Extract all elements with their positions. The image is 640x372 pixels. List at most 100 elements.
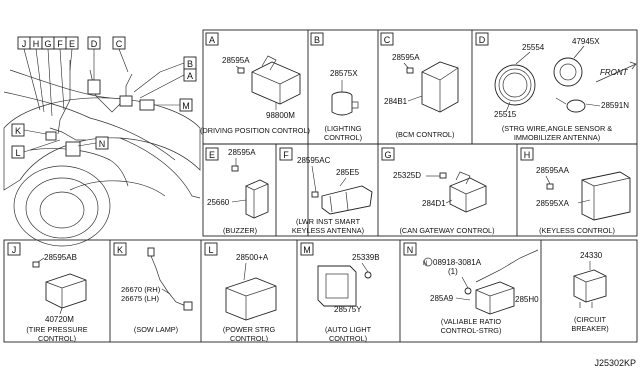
panel-caption: IMMOBILIZER ANTENNA) [514,133,600,142]
callout-letter: C [384,35,391,45]
callout-letter: B [187,59,193,69]
overview-tag-b[interactable]: B [183,56,197,70]
part-number-label: 25660 [207,198,230,207]
overview-tag-g[interactable]: G [41,36,55,50]
panel-n-variable-ratio-control: N N 08918-3081A (1) 285A9 285H0 (VALIABL… [403,242,539,335]
callout-letter: K [15,126,21,136]
part-number-label: 285E5 [336,168,360,177]
part-number-label: 25515 [494,110,517,119]
part-number-label: 25325D [393,171,421,180]
part-number-label: 98800M [266,111,295,120]
callout-letter: H [524,150,531,160]
callout-letter: A [209,35,215,45]
callout-letter: G [384,150,391,160]
part-number-label: 28595AB [44,253,77,262]
direction-label: FRONT [600,68,629,77]
part-number-label: 28500+A [236,253,269,262]
panel-caption: (BCM CONTROL) [396,130,455,139]
panel-circuit-breaker: 24330 (CIRCUIT BREAKER) [571,251,608,333]
part-number-label: 284B1 [384,97,408,106]
part-number-label: 28575X [330,69,358,78]
callout-letter: F [57,39,63,49]
part-number-label: 28575Y [334,305,362,314]
overview-tag-f[interactable]: F [53,36,67,50]
overview-tag-m[interactable]: M [179,98,193,112]
part-number-label: 28595AA [536,166,570,175]
panel-e-buzzer: E 28595A 25660 (BUZZER) [205,147,269,235]
panel-caption: (VALIABLE RATIO [441,317,501,326]
callout-letter: H [33,39,40,49]
part-number-label: 284D1 [422,199,446,208]
part-number-label: 24330 [580,251,603,260]
callout-letter: D [479,35,486,45]
panel-caption: (AUTO LIGHT [325,325,372,334]
part-number-label: 08918-3081A [433,258,482,267]
panel-l-power-strg-control: L 28500+A (POWER STRG CONTROL) [204,242,277,343]
part-number-label: 28595A [392,53,420,62]
overview-tag-e[interactable]: E [65,36,79,50]
overview-tag-c[interactable]: C [112,36,126,50]
panel-caption: (POWER STRG [223,325,276,334]
overview-tag-d[interactable]: D [87,36,101,50]
callout-letter: L [15,148,20,158]
panel-m-auto-light-control: M 25339B 28575Y (AUTO LIGHT CONTROL) [300,242,380,343]
panel-caption: (LIGHTING [325,124,362,133]
part-number-label: 28591N [601,101,629,110]
part-number-label: 26675 (LH) [121,294,159,303]
part-number-label: 285H0 [515,295,539,304]
panel-b-lighting-control: B 28575X (LIGHTING CONTROL) [310,32,362,142]
panel-caption: CONTROL-STRG) [441,326,502,335]
part-number-label: 47945X [572,37,600,46]
panel-caption: CONTROL) [329,334,367,343]
overview-tag-k[interactable]: K [11,123,25,137]
overview-tag-n[interactable]: N [95,136,109,150]
panel-k-sow-lamp: K 26670 (RH) 26675 (LH) (SOW LAMP) [113,242,193,334]
panel-caption: (STRG WIRE,ANGLE SENSOR & [502,124,612,133]
panel-caption: CONTROL) [230,334,268,343]
nut-symbol-label: N [423,261,427,267]
panel-j-tire-pressure-control: J 28595AB 40720M (TIRE PRESSURE CONTROL) [7,242,88,343]
part-number-label: 28595A [222,56,250,65]
panel-caption: (KEYLESS CONTROL) [539,226,615,235]
panel-caption: CONTROL) [324,133,362,142]
panel-caption: (CIRCUIT [574,315,607,324]
callout-letter: N [407,245,414,255]
panel-g-can-gateway-control: G 25325D 284D1 (CAN GATEWAY CONTROL) [381,147,495,235]
panel-d-strg-wire-angle-sensor: D 25554 47945X 25515 28591N FRONT (STRG … [475,32,637,142]
panel-caption: (SOW LAMP) [134,325,178,334]
overview-tag-l[interactable]: L [11,145,25,159]
panel-f-lwr-inst-smart-antenna: F 28595AC 285E5 (LWR INST SMART KEYLESS … [279,147,373,235]
callout-letter: E [209,150,215,160]
part-number-label: 28595A [228,148,256,157]
panel-caption: (DRIVING POSITION CONTROL) [200,126,310,135]
callout-letter: F [283,150,289,160]
callout-letter: M [303,245,311,255]
part-number-label: (1) [448,267,458,276]
panel-caption: BREAKER) [571,324,608,333]
callout-letter: G [44,39,51,49]
callout-letter: N [99,139,106,149]
panel-caption: (LWR INST SMART [296,217,361,226]
callout-letter: K [117,245,123,255]
overview-tag-a[interactable]: A [183,68,197,82]
callout-letter: C [116,39,123,49]
callout-letter: E [69,39,75,49]
diagram-reference-number: J25302KP [594,358,636,368]
part-number-label: 26670 (RH) [121,285,161,294]
part-number-label: 285A9 [430,294,454,303]
overview-tag-h[interactable]: H [29,36,43,50]
callout-letter: A [187,71,193,81]
panel-caption: (TIRE PRESSURE [26,325,87,334]
panel-h-keyless-control: H 28595AA 28595XA (KEYLESS CONTROL) [520,147,631,235]
vehicle-overview: J H G F E D C B A M K N L [3,36,201,247]
callout-letter: J [12,245,17,255]
callout-letter: J [22,39,27,49]
panel-c-bcm-control: C 28595A 284B1 (BCM CONTROL) [380,32,459,139]
overview-tag-j[interactable]: J [17,36,31,50]
part-number-label: 25554 [522,43,545,52]
part-number-label: 40720M [45,315,74,324]
panel-caption: (BUZZER) [223,226,257,235]
panel-a-driving-position-control: A 28595A 98800M (DRIVING POSITION CONTRO… [200,32,310,135]
